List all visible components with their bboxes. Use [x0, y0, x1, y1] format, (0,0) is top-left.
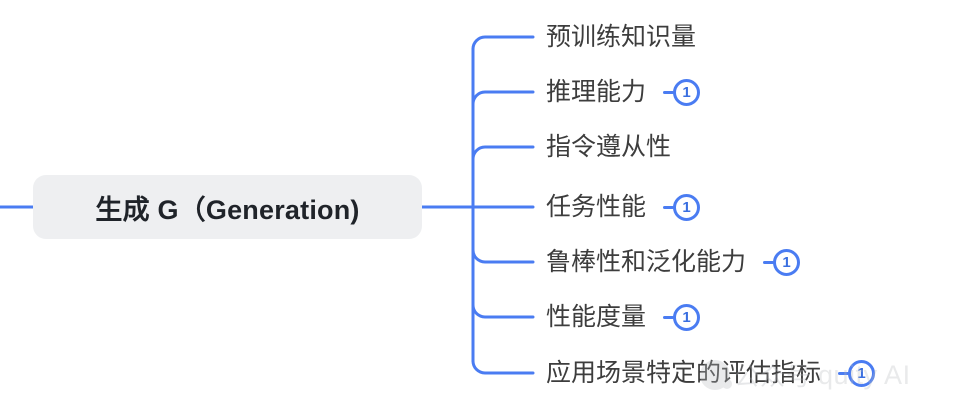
badge-count-6: 1: [673, 303, 701, 331]
badge-stub-icon: [663, 315, 675, 319]
badge-stub-icon: [763, 260, 775, 264]
branch-badge-2[interactable]: 1: [663, 78, 701, 106]
branch-node-1[interactable]: 预训练知识量: [546, 17, 696, 57]
branch-label-6: 性能度量: [546, 302, 647, 331]
root-node[interactable]: 生成 G（Generation): [33, 175, 422, 239]
branch-line-7: [471, 359, 535, 375]
branch-line-1: [471, 35, 535, 51]
badge-stub-icon: [838, 371, 850, 375]
branch-label-2: 推理能力: [546, 77, 647, 106]
badge-count-5: 1: [773, 248, 801, 276]
branch-badge-6[interactable]: 1: [663, 303, 701, 331]
branch-node-5[interactable]: 鲁棒性和泛化能力 1: [546, 242, 801, 282]
branch-line-5: [471, 248, 535, 264]
badge-stub-icon: [663, 205, 675, 209]
badge-count-4: 1: [673, 193, 701, 221]
branch-label-1: 预训练知识量: [546, 22, 697, 51]
branch-badge-4[interactable]: 1: [663, 193, 701, 221]
branch-node-6[interactable]: 性能度量 1: [546, 297, 701, 337]
branch-node-7[interactable]: 应用场景特定的评估指标 1: [546, 353, 876, 393]
branch-line-3: [471, 145, 535, 161]
badge-count-7: 1: [848, 359, 876, 387]
branch-label-7: 应用场景特定的评估指标: [546, 358, 822, 387]
branch-label-5: 鲁棒性和泛化能力: [546, 247, 747, 276]
badge-count-2: 1: [673, 78, 701, 106]
badge-stub-icon: [663, 90, 675, 94]
branch-node-3[interactable]: 指令遵从性: [546, 127, 671, 167]
branch-line-2: [471, 90, 535, 106]
branch-label-3: 指令遵从性: [546, 132, 672, 161]
root-node-label: 生成 G（Generation): [95, 194, 360, 225]
branch-badge-5[interactable]: 1: [763, 248, 801, 276]
branch-badge-7[interactable]: 1: [838, 359, 876, 387]
branch-label-4: 任务性能: [546, 192, 647, 221]
branch-node-2[interactable]: 推理能力 1: [546, 72, 701, 112]
branch-node-4[interactable]: 任务性能 1: [546, 187, 701, 227]
branch-line-6: [471, 303, 535, 319]
